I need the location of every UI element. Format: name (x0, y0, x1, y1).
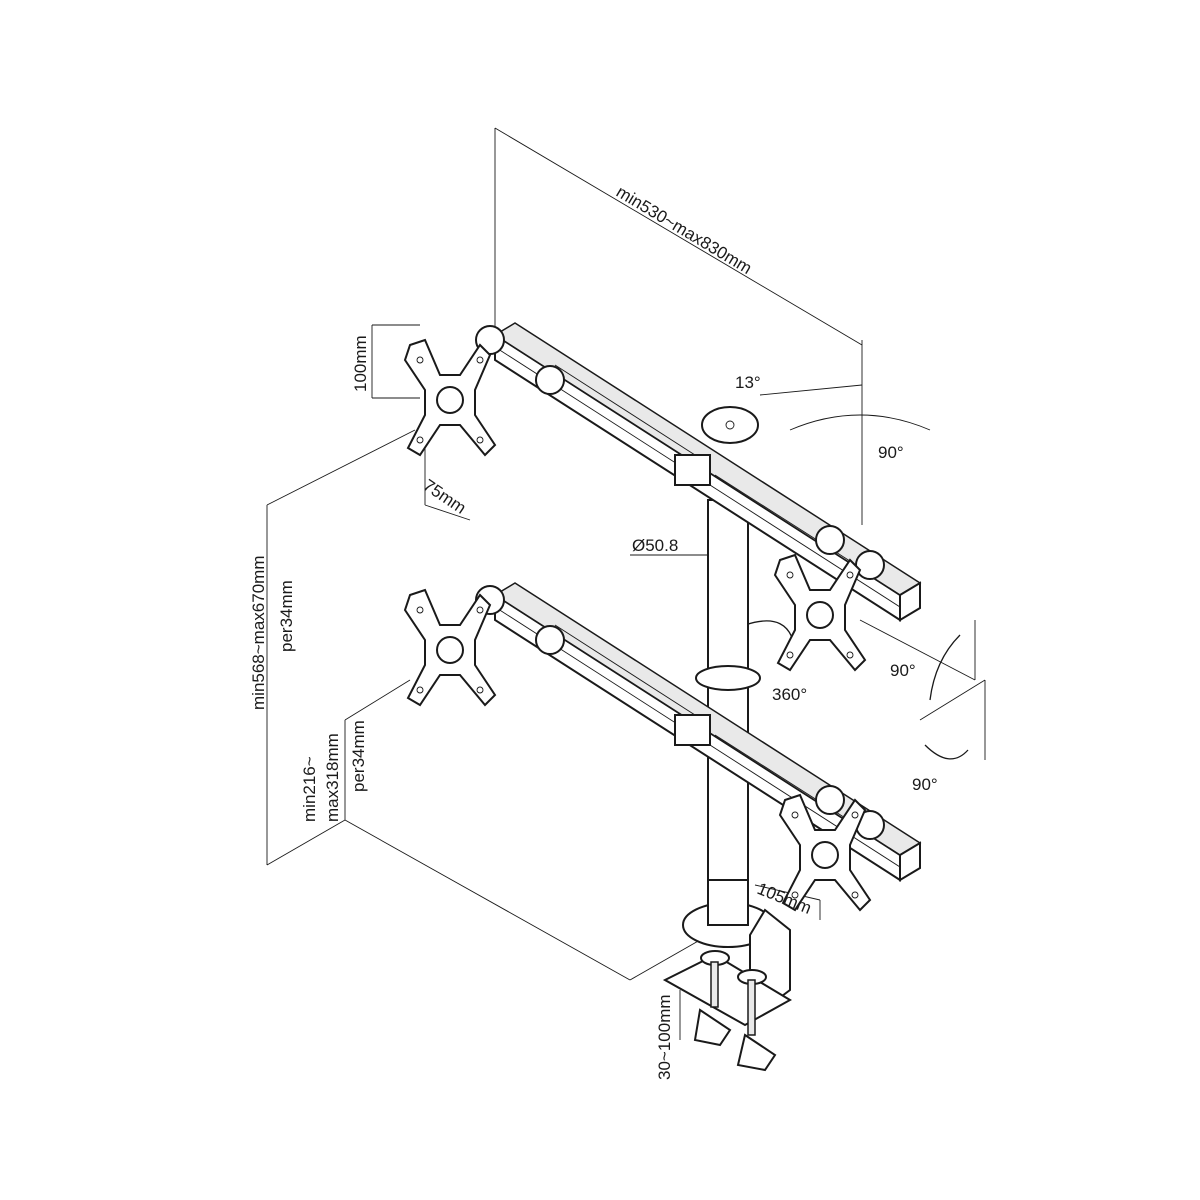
total-height-label: min568~max670mm (249, 556, 268, 711)
lower-height-max-label: max318mm (323, 733, 342, 822)
pivot-angle-upper-label: 90° (890, 661, 916, 680)
total-height-step-label: per34mm (277, 580, 296, 652)
rotation-angle-label: 360° (772, 685, 807, 704)
vesa-height-label: 100mm (351, 335, 370, 392)
dimension-lines (266, 127, 986, 1040)
vesa-plate-upper-left (404, 339, 496, 456)
pole-top-cap (701, 406, 759, 444)
vesa-plate-lower-left (404, 589, 496, 706)
lower-height-min-label: min216~ (300, 756, 319, 822)
tilt-angle-label: 13° (735, 373, 761, 392)
clamp-range-label: 30~100mm (655, 994, 674, 1080)
swivel-angle-label: 90° (878, 443, 904, 462)
pole-diameter-label: Ø50.8 (632, 536, 678, 555)
vesa-plate-upper-right (774, 554, 866, 671)
pivot-angle-lower-label: 90° (912, 775, 938, 794)
arm-span-label: min530~max830mm (613, 182, 755, 278)
lower-height-step-label: per34mm (349, 720, 368, 792)
desk-clamp (662, 908, 792, 1072)
